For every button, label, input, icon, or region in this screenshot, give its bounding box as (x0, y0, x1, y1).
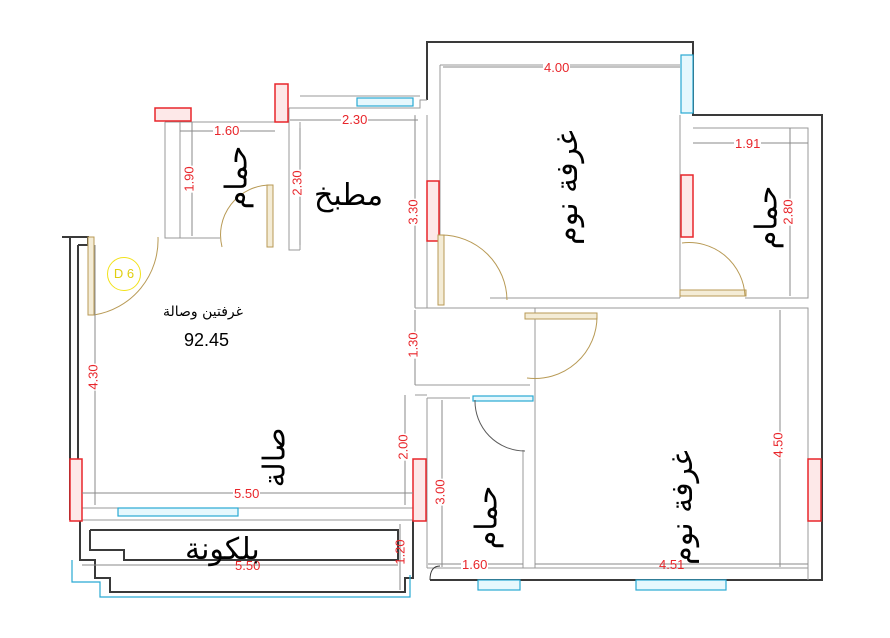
dim-kitchen-width: 2.30 (341, 112, 369, 127)
dim-living-height: 4.30 (85, 363, 101, 391)
dim-balcony-width: 5.50 (235, 558, 261, 573)
room-label-bath-top-left: حمام (219, 145, 255, 210)
room-label-balcony: بلكونة (185, 532, 260, 567)
dim-bath-top-right-width: 1.91 (734, 136, 762, 151)
dim-bath-top-left-height: 1.90 (181, 165, 197, 193)
dim-bedroom-top-width: 4.00 (543, 60, 571, 75)
dim-bath-top-left-width: 1.60 (213, 123, 241, 138)
dim-living-right: 2.00 (395, 433, 411, 461)
windows (117, 54, 727, 591)
room-label-bedroom-top: غرفة نوم (549, 130, 585, 245)
room-label-bath-bottom: حمام (469, 485, 505, 550)
dim-living-width: 5.50 (233, 486, 261, 501)
dim-kitchen-height: 2.30 (289, 169, 305, 197)
columns (69, 83, 822, 522)
room-label-living: صالة (257, 427, 293, 488)
plan-summary-label: غرفتين وصالة (163, 304, 243, 320)
dim-bedroom-bottom-width: 4.51 (659, 557, 685, 572)
plan-total-area: 92.45 (184, 330, 230, 350)
dim-bedroom-bottom-height: 4.50 (770, 431, 786, 459)
dim-bath-bottom-width: 1.60 (461, 557, 489, 572)
dim-corridor-mid: 1.30 (405, 331, 421, 359)
room-label-bath-top-right: حمام (749, 185, 785, 250)
door-tag-d6: D 6 (107, 257, 141, 291)
room-label-kitchen: مطبخ (314, 178, 384, 213)
dim-corridor-top: 3.30 (405, 198, 421, 226)
outer-walls (62, 41, 823, 598)
dim-bath-bottom-height: 3.00 (432, 478, 448, 506)
dim-balcony-height: 1.20 (392, 539, 408, 565)
doors (87, 184, 747, 452)
room-label-bedroom-bottom: غرفة نوم (664, 450, 700, 565)
